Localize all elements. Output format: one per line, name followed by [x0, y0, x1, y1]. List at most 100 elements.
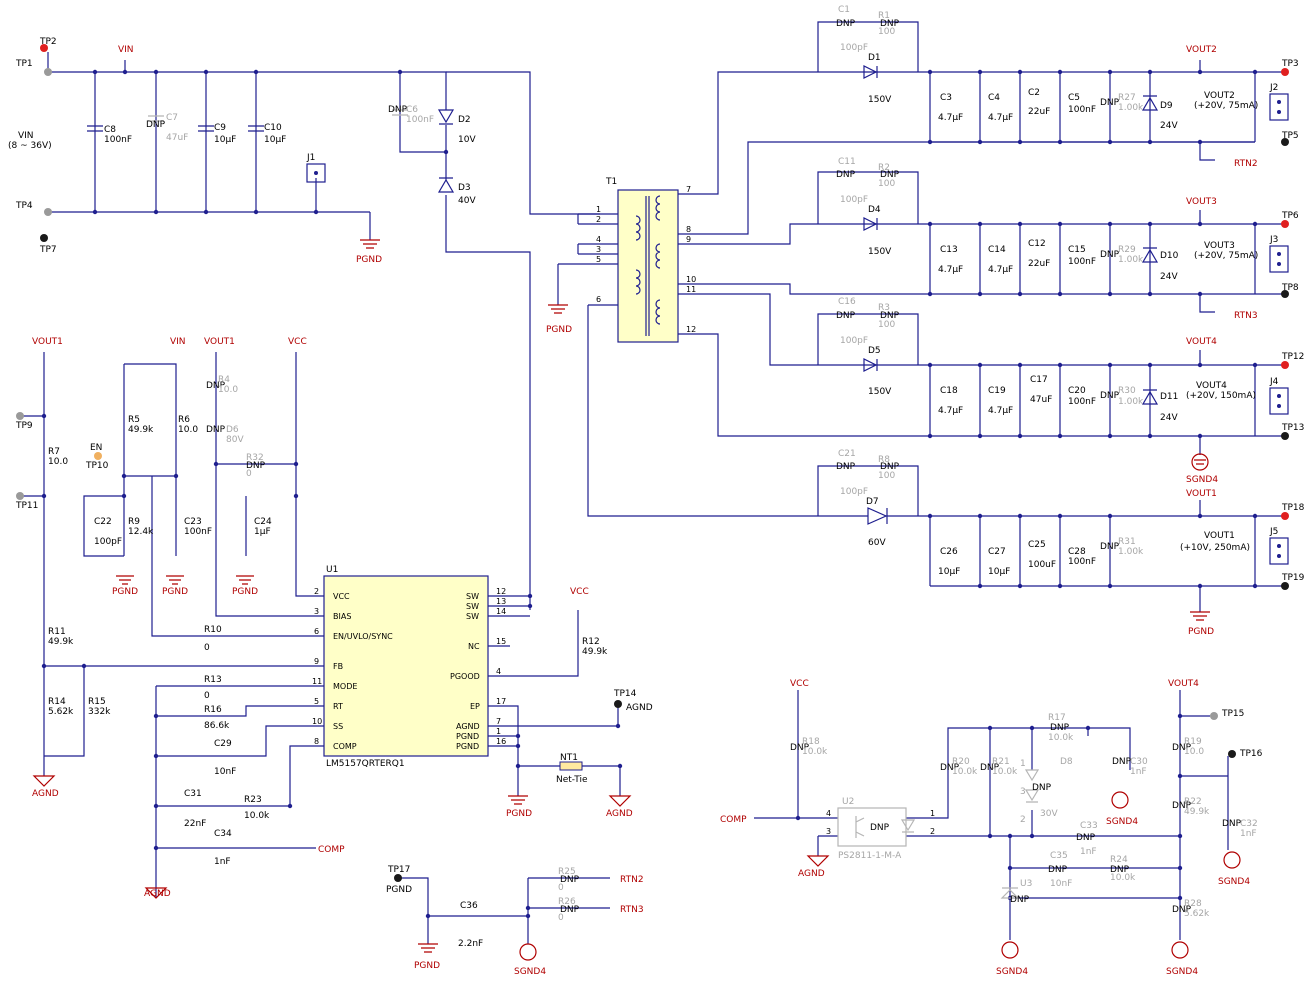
u1-pin-ss-num: 10 [312, 717, 322, 726]
u1-pin-ss: SS [333, 722, 343, 731]
agnd-comp: AGND [144, 889, 171, 899]
r22-value: 49.9k [1184, 807, 1210, 817]
tp8-marker [1281, 290, 1289, 298]
r25-value: 0 [558, 883, 564, 893]
tp15-marker [1210, 712, 1218, 720]
r22-dnp: DNP [1172, 801, 1192, 811]
tp3-marker [1281, 68, 1289, 76]
r27-label: R27 [1118, 93, 1136, 103]
tp5-label: TP5 [1281, 131, 1299, 141]
r5-value: 49.9k [128, 425, 154, 435]
comp-net-right: COMP [720, 815, 747, 825]
c32-value: 1nF [1240, 829, 1257, 839]
u1-pin-sw12: SW [466, 592, 479, 601]
d9-label: D9 [1160, 101, 1173, 111]
c30-label: C30 [1130, 757, 1148, 767]
u1-pin-rt: RT [333, 702, 343, 711]
tp19-label: TP19 [1281, 573, 1305, 583]
tp7-label: TP7 [39, 245, 57, 255]
c35-label: C35 [1050, 851, 1068, 861]
r25-label: R25 [558, 867, 576, 877]
c28-label: C28 [1068, 547, 1086, 557]
output-vout2: C1 DNP 100pF R1 DNP 100 D1 150V C3 4.7µF… [817, 5, 1299, 169]
pgnd-c24: PGND [232, 587, 258, 597]
u1-pin-mode-num: 11 [312, 677, 322, 686]
u1-pin-agnd: AGND [456, 722, 480, 731]
agnd-fb: AGND [798, 869, 825, 879]
tp5-marker [1281, 138, 1289, 146]
c28-value: 100nF [1068, 557, 1096, 567]
input-section: TP1 TP2 TP4 TP7 VIN VIN (8 ~ 36V) C8 100… [8, 37, 600, 610]
c4-label: C4 [988, 93, 1000, 103]
c5-value: 100nF [1068, 105, 1096, 115]
u1-pin-pgnd16-num: 16 [496, 737, 506, 746]
r26-value: 0 [558, 913, 564, 923]
c17-value: 47uF [1030, 395, 1052, 405]
r32-label: R32 [246, 453, 264, 463]
tp16-marker [1228, 750, 1236, 758]
c26-label: C26 [940, 547, 958, 557]
c2-label: C2 [1028, 88, 1040, 98]
vout4-net: VOUT4 [1186, 337, 1217, 347]
vout2-spec: (+20V, 75mA) [1194, 101, 1258, 111]
r25-dnp: DNP [560, 875, 580, 885]
comp-net-left: COMP [318, 845, 345, 855]
pgnd-c23: PGND [162, 587, 188, 597]
r9-label: R9 [128, 517, 140, 527]
t1-pin-8: 8 [686, 225, 691, 234]
vout1-bias-net: VOUT1 [32, 337, 63, 347]
r23-label: R23 [244, 795, 262, 805]
tp1-label: TP1 [15, 59, 33, 69]
r20-dnp: DNP [940, 763, 960, 773]
r19-label: R19 [1184, 737, 1202, 747]
vout4-label: VOUT4 [1196, 381, 1227, 391]
r4-value: 10.0 [218, 385, 238, 395]
r3-label: R3 [878, 303, 890, 313]
r21-dnp: DNP [980, 763, 1000, 773]
sgnd4-u3: SGND4 [996, 967, 1028, 977]
c6-dnp: DNP [388, 105, 408, 115]
c1-label: C1 [838, 5, 850, 15]
c31-label: C31 [184, 789, 202, 799]
r32-dnp: DNP [246, 461, 266, 471]
tp7-marker [40, 234, 48, 242]
r15-label: R15 [88, 697, 106, 707]
c19-value: 4.7µF [988, 406, 1013, 416]
r24-dnp: DNP [1110, 865, 1130, 875]
pgnd-transformer: PGND [546, 325, 572, 335]
r20-label: R20 [952, 757, 970, 767]
u1-body [323, 575, 489, 757]
d8-pin3: 3 [1020, 787, 1026, 797]
vout3-spec: (+20V, 75mA) [1194, 251, 1258, 261]
c34-value: 1nF [214, 857, 231, 867]
c24-label: C24 [254, 517, 272, 527]
r8-dnp: DNP [880, 462, 900, 472]
tp18-marker [1281, 512, 1289, 520]
r17-dnp: DNP [1050, 723, 1070, 733]
d6-label: D6 [226, 425, 239, 435]
vout1-net: VOUT1 [1186, 489, 1217, 499]
transformer-t1: T1 1 2 4 3 5 6 7 8 9 10 11 12 PGND [546, 71, 1255, 517]
r3-dnp: DNP [880, 311, 900, 321]
c16-value: 100pF [840, 336, 868, 346]
c30-value: 1nF [1130, 767, 1147, 777]
c23-label: C23 [184, 517, 202, 527]
c31-value: 22nF [184, 819, 206, 829]
r16-label: R16 [204, 705, 222, 715]
d7-label: D7 [866, 497, 879, 507]
u1-pin-sw12-num: 12 [496, 587, 506, 596]
u2-dnp: DNP [870, 823, 890, 833]
r10-label: R10 [204, 625, 222, 635]
c24-value: 1µF [254, 527, 271, 537]
r24-value: 10.0k [1110, 873, 1136, 883]
r28-value: 5.62k [1184, 909, 1210, 919]
c32-label: C32 [1240, 819, 1258, 829]
r1-dnp: DNP [880, 19, 900, 29]
r23-value: 10.0k [244, 811, 270, 821]
c7-value: 47uF [166, 133, 188, 143]
j4-label: J4 [1269, 377, 1279, 387]
u1-pin-nc-num: 15 [496, 637, 506, 646]
sgnd4-out: SGND4 [1186, 475, 1218, 485]
vin-net-label: VIN [118, 45, 134, 55]
c27-label: C27 [988, 547, 1006, 557]
